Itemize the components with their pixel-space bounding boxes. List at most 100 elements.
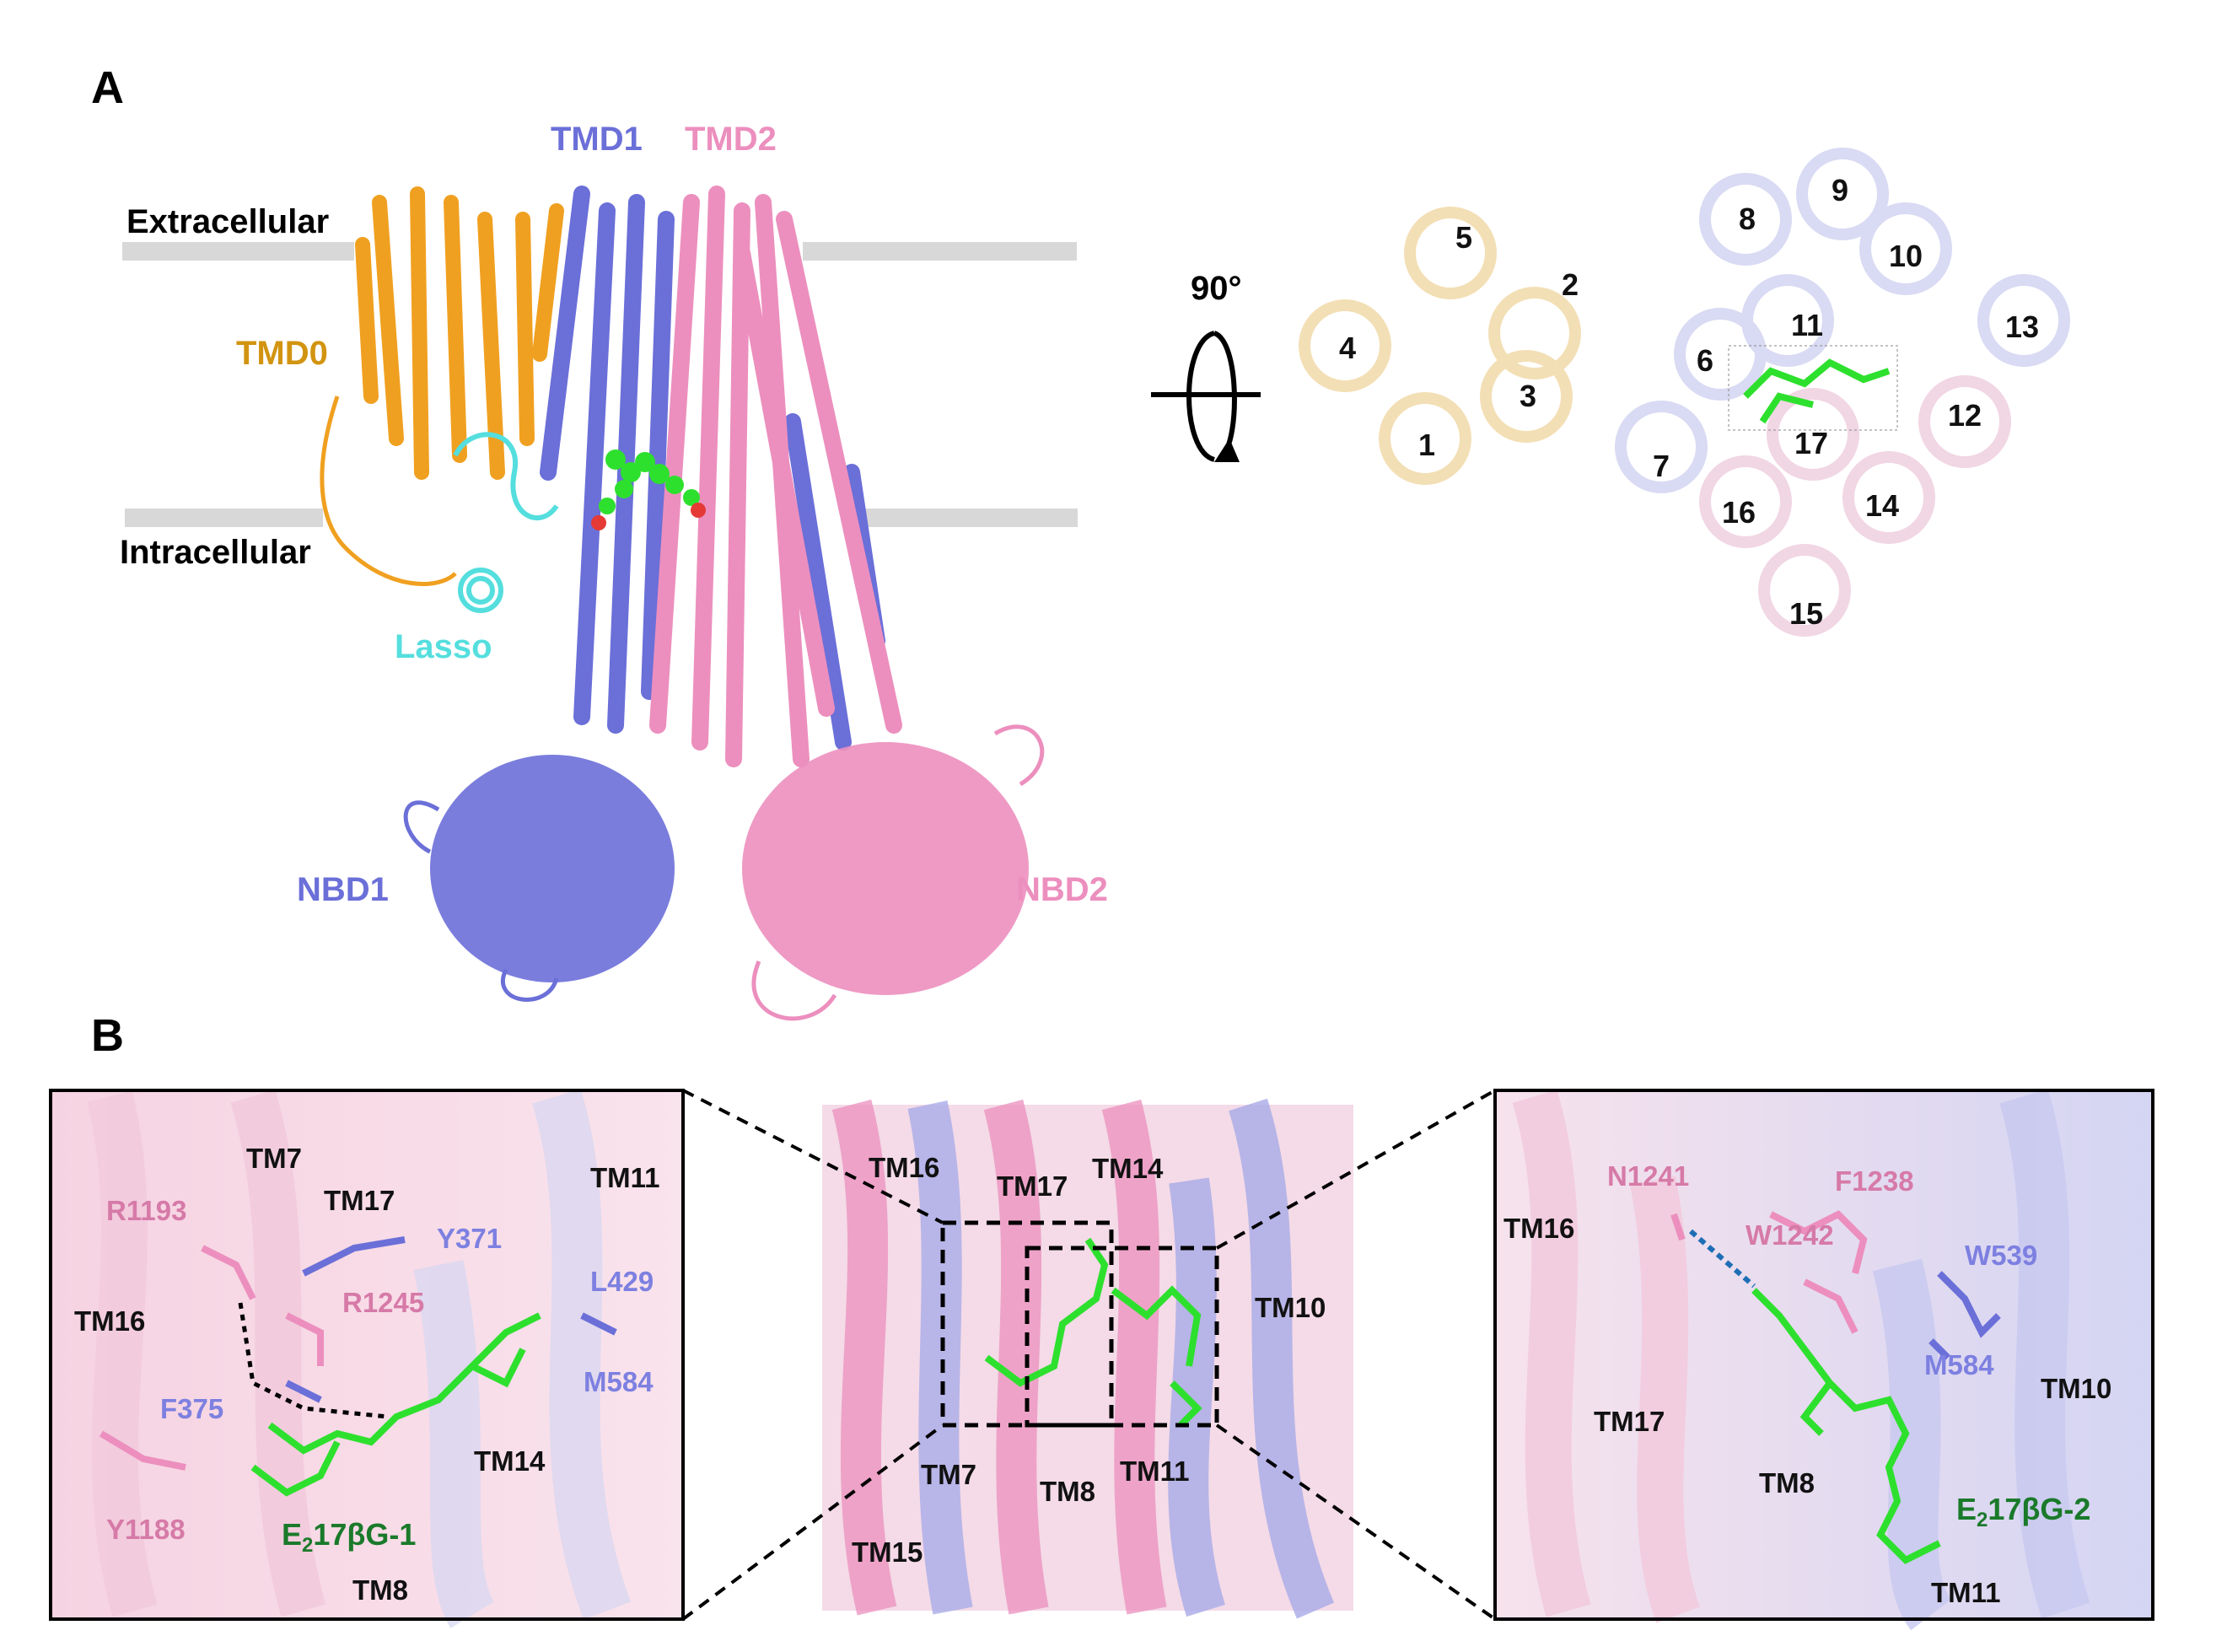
- lasso-motif: [453, 432, 559, 613]
- helix-14: 14: [1865, 488, 1899, 523]
- helix-10: 10: [1889, 239, 1923, 273]
- right-res-f1238: F1238: [1835, 1165, 1914, 1197]
- left-tm7: TM7: [246, 1143, 302, 1174]
- helix-5: 5: [1455, 220, 1472, 255]
- right-tm16: TM16: [1503, 1213, 1574, 1244]
- helix-17: 17: [1794, 426, 1828, 460]
- panel-b-letter: B: [91, 1010, 124, 1061]
- right-res-m584: M584: [1924, 1349, 1994, 1380]
- left-blue-residues: [285, 1236, 617, 1403]
- left-res-r1245: R1245: [342, 1287, 424, 1318]
- helix-13: 13: [2005, 309, 2039, 344]
- helix-9: 9: [1832, 173, 1848, 207]
- right-tm11: TM11: [1931, 1577, 2001, 1608]
- right-ligand-label: E217βG-2: [1956, 1492, 2090, 1531]
- left-tm8: TM8: [352, 1574, 408, 1606]
- left-tm16: TM16: [74, 1305, 145, 1337]
- tmd2-helices: [649, 186, 902, 767]
- center-tm8: TM8: [1040, 1476, 1095, 1507]
- helix-2: 2: [1562, 267, 1579, 302]
- right-tm17: TM17: [1594, 1406, 1665, 1437]
- left-pink-residues: [99, 1245, 324, 1471]
- center-tm11: TM11: [1120, 1456, 1190, 1487]
- left-tm14: TM14: [474, 1445, 546, 1477]
- tmd0-loop: [320, 396, 457, 586]
- membrane-bar-bottom-right: [858, 509, 1078, 527]
- center-tm17: TM17: [997, 1170, 1068, 1202]
- right-tm10: TM10: [2041, 1373, 2111, 1404]
- nbd1-label: NBD1: [297, 871, 389, 908]
- protein-structure-cartoon: [320, 186, 1045, 1021]
- center-ligand-sticks: [984, 1237, 1202, 1428]
- left-res-y1188: Y1188: [106, 1514, 186, 1545]
- nbd2-domain: [742, 724, 1045, 1021]
- hydrogen-bond-dashes: [238, 1302, 389, 1419]
- right-ligand-sticks: [1751, 1288, 1941, 1564]
- helix-1: 1: [1418, 428, 1435, 462]
- left-res-r1193: R1193: [106, 1195, 186, 1226]
- left-inset: TM7 TM17 TM11 TM16 TM14 TM8 R1193 Y371 R…: [49, 1089, 685, 1628]
- center-tm15: TM15: [852, 1536, 923, 1568]
- right-inset: TM16 TM17 TM8 TM10 TM11 F1238 N1241 W124…: [1493, 1089, 2154, 1631]
- left-inset-border: [49, 1089, 685, 1621]
- left-res-l429: L429: [590, 1266, 654, 1297]
- helix-15: 15: [1789, 596, 1823, 631]
- helix-3: 3: [1520, 379, 1536, 413]
- helix-11: 11: [1791, 308, 1823, 342]
- helix-4: 4: [1339, 331, 1356, 365]
- extracellular-label: Extracellular: [126, 203, 329, 240]
- nbd1-domain: [403, 755, 675, 1002]
- top-view-ligand: [1743, 358, 1891, 424]
- center-tm10: TM10: [1255, 1292, 1326, 1323]
- helix-12: 12: [1948, 398, 1982, 433]
- center-tm16: TM16: [869, 1152, 939, 1183]
- helix-6: 6: [1697, 343, 1713, 378]
- left-ligand-sticks: [250, 1312, 541, 1497]
- right-blue-residues: [1928, 1271, 2001, 1360]
- right-res-w539: W539: [1965, 1240, 2037, 1271]
- left-res-y371: Y371: [437, 1223, 502, 1254]
- zoom-box-right: [1025, 1246, 1219, 1428]
- zoom-connector-lines: [681, 1089, 1497, 1621]
- left-tm11: TM11: [590, 1162, 660, 1193]
- helix-16: 16: [1722, 495, 1756, 530]
- tmd2-label: TMD2: [685, 121, 777, 158]
- helix-number-labels: 1 2 3 4 5 6 7 8 9 10 11 12 13 14 15 16 1…: [1339, 173, 2039, 631]
- center-tm14: TM14: [1092, 1153, 1164, 1184]
- right-res-n1241: N1241: [1607, 1160, 1689, 1192]
- rotation-label: 90°: [1191, 270, 1242, 307]
- right-tm8: TM8: [1759, 1467, 1815, 1499]
- left-ligand-label: E217βG-1: [282, 1517, 416, 1557]
- center-overview: TM16 TM17 TM14 TM10 TM7 TM8 TM11 TM15: [681, 1089, 1497, 1621]
- ligand-spheres: [591, 449, 706, 530]
- tmd1-label: TMD1: [551, 121, 643, 158]
- tmd0-label: TMD0: [236, 335, 328, 372]
- membrane-bars: [122, 242, 1078, 527]
- tmd1-top-helices: [1615, 148, 2070, 493]
- zoom-boxes: [940, 1220, 1219, 1428]
- intracellular-label: Intracellular: [120, 534, 311, 571]
- top-view-helices: [1299, 148, 2070, 637]
- left-res-f375: F375: [160, 1393, 223, 1424]
- left-tm17: TM17: [324, 1185, 395, 1216]
- panel-a-letter: A: [91, 62, 124, 113]
- tmd2-top-helices: [1699, 375, 2011, 637]
- left-res-m584: M584: [584, 1366, 654, 1397]
- zoom-box-left: [940, 1220, 1114, 1428]
- tmd0-top-helices: [1299, 207, 1581, 485]
- hydrogen-bond-dashes-blue: [1689, 1229, 1756, 1289]
- lasso-label: Lasso: [395, 628, 492, 665]
- membrane-bar-top-right: [803, 242, 1077, 261]
- helix-8: 8: [1739, 202, 1756, 236]
- helix-7: 7: [1653, 449, 1670, 483]
- rotation-arrow-icon: [1151, 331, 1261, 462]
- right-pink-residues: [1670, 1210, 1868, 1334]
- right-res-w1242: W1242: [1746, 1219, 1834, 1251]
- center-tm7: TM7: [921, 1459, 976, 1490]
- nbd2-label: NBD2: [1016, 871, 1108, 908]
- right-inset-border: [1493, 1089, 2154, 1621]
- tmd0-helices: [355, 186, 564, 480]
- membrane-bar-bottom-left: [125, 509, 323, 527]
- membrane-bar-top-left: [122, 242, 354, 261]
